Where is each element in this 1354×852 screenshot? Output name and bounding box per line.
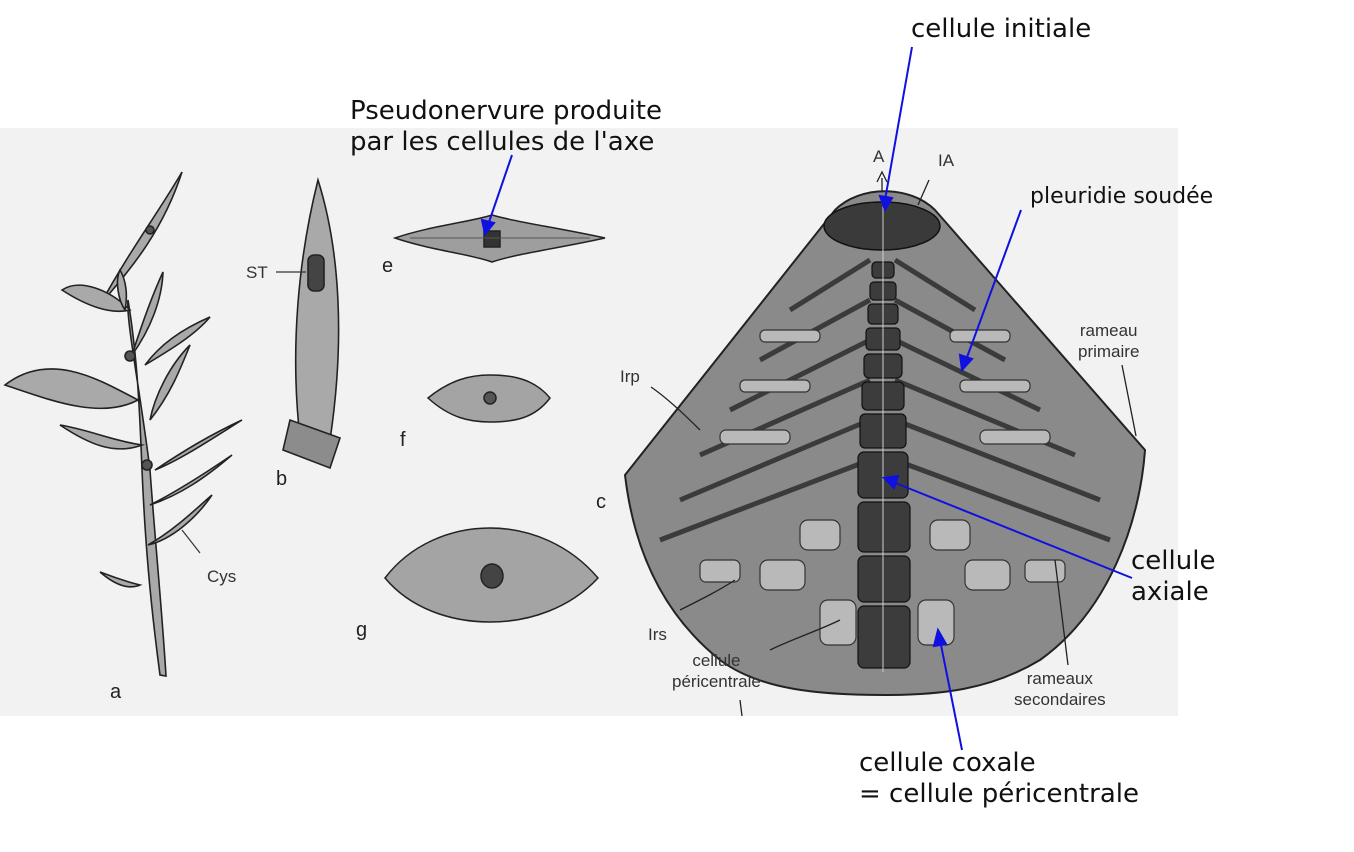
label-pleuridie-soudee: pleuridie soudée: [1030, 184, 1214, 209]
rameaux-secondaires-line1: rameaux: [1026, 669, 1093, 688]
label-cellule-axiale-line2: axiale: [1131, 577, 1209, 607]
figure-label-a-axis: A: [873, 147, 885, 166]
label-cellule-axiale-line1: cellule: [1131, 546, 1216, 576]
rameau-primaire-line2: primaire: [1078, 342, 1140, 361]
figure-label-ia: IA: [938, 151, 955, 170]
figure-a-leaf: [131, 271, 164, 356]
label-cellule-coxale-line1: cellule coxale: [859, 748, 1036, 778]
figure-a-leaf: [3, 368, 140, 410]
figure-a-leaf: [147, 494, 213, 546]
figure-b-blade: [276, 177, 342, 470]
label-pseudonervure: Pseudonervure produite par les cellules …: [350, 96, 662, 158]
figure-label-irs: Irs: [648, 625, 667, 644]
apical-initial-cell: [823, 201, 941, 251]
figure-c-apex: [623, 170, 1147, 717]
figure-label-a: a: [110, 681, 122, 703]
figure-e-cross-section: [392, 214, 606, 263]
figure-f-cross-section: [426, 374, 551, 423]
figure-label-c: c: [596, 491, 606, 513]
figure-label-irp: Irp: [620, 367, 640, 386]
figure-g-cross-section: [384, 527, 600, 623]
label-cellule-coxale-line2: = cellule péricentrale: [859, 779, 1139, 809]
figure-label-rameau-primaire: rameau primaire: [1078, 320, 1139, 362]
label-cellule-axiale: cellule axiale: [1131, 546, 1215, 608]
rameau-primaire-line1: rameau: [1079, 321, 1138, 340]
figure-a-leaf: [99, 571, 143, 588]
figure-a-leaf: [144, 316, 211, 366]
figure-a-leaf: [149, 454, 233, 506]
label-cellule-initiale: cellule initiale: [911, 14, 1092, 44]
figure-label-st: ST: [246, 263, 268, 282]
figure-a-leaf: [116, 268, 128, 312]
figure-label-b: b: [276, 468, 288, 490]
annotation-arrows: [480, 46, 1133, 751]
figure-a-leaf: [149, 344, 191, 421]
label-cellule-coxale: cellule coxale = cellule péricentrale: [859, 748, 1139, 810]
rameaux-secondaires-line2: secondaires: [1014, 690, 1106, 709]
figure-a-leaf: [60, 284, 132, 313]
label-pseudonervure-line2: par les cellules de l'axe: [350, 127, 655, 157]
figure-a-leaf: [99, 171, 183, 306]
cellule-pericentrale-line2: péricentrale: [672, 672, 761, 691]
figure-label-cys: Cys: [207, 567, 237, 586]
cellule-pericentrale-line1: cellule: [692, 651, 741, 670]
label-pseudonervure-line1: Pseudonervure produite: [350, 96, 662, 126]
figure-a-thallus: [3, 171, 243, 677]
figure-label-rameaux-secondaires: rameaux secondaires: [1014, 668, 1106, 710]
figure-label-cellule-pericentrale: cellule péricentrale: [672, 650, 761, 692]
figure-label-f: f: [400, 429, 406, 451]
figure-label-g: g: [356, 619, 368, 641]
figure-a-main-axis: [127, 299, 167, 677]
figure-a-leaf: [154, 419, 243, 471]
figure-label-e: e: [382, 255, 394, 277]
figure-a-leaf: [59, 424, 146, 450]
